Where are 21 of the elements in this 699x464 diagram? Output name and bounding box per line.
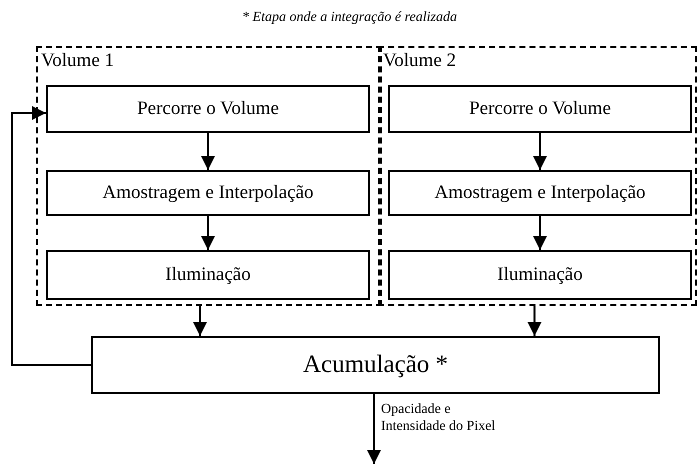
- arrow: [193, 306, 207, 336]
- process-box: Percorre o Volume: [388, 85, 692, 133]
- arrow: [528, 306, 542, 336]
- process-box: Iluminação: [46, 250, 370, 300]
- arrow: [533, 133, 547, 170]
- process-box: Acumulação *: [91, 336, 660, 394]
- process-box: Percorre o Volume: [46, 85, 370, 133]
- edge-label: Opacidade e Intensidade do Pixel: [381, 401, 496, 435]
- arrow: [533, 216, 547, 250]
- group-title: Volume 1: [41, 50, 114, 72]
- group-title: Volume 2: [383, 50, 456, 72]
- dashed-group-frame: [36, 46, 382, 306]
- process-box: Amostragem e Interpolação: [46, 170, 370, 216]
- arrow: [367, 394, 381, 464]
- footnote: * Etapa onde a integração é realizada: [242, 10, 457, 26]
- arrow: [201, 133, 215, 170]
- arrow: [11, 106, 91, 366]
- arrow: [201, 216, 215, 250]
- dashed-group-frame: [378, 46, 697, 306]
- process-box: Amostragem e Interpolação: [388, 170, 692, 216]
- process-box: Iluminação: [388, 250, 692, 300]
